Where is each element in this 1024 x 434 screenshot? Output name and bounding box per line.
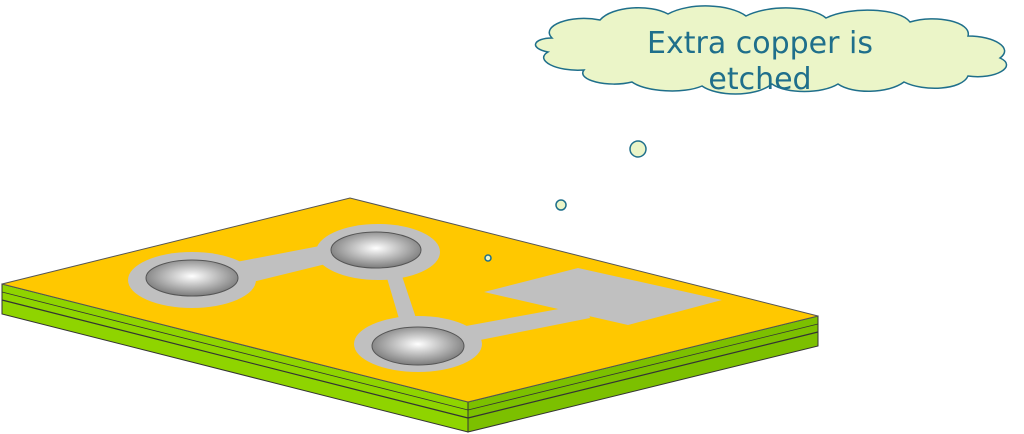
thought-bubble-large xyxy=(629,140,647,158)
board-substrate xyxy=(1,283,819,433)
layer-line-left xyxy=(1,299,469,419)
thought-bubble-medium xyxy=(555,199,567,211)
copper-plane xyxy=(484,268,722,325)
layer-line-left-mid xyxy=(1,291,469,411)
drill-hole-2 xyxy=(330,231,422,269)
drill-hole-1 xyxy=(145,259,239,297)
trace-pad3-plane xyxy=(466,304,590,342)
thought-bubble-small xyxy=(484,254,492,262)
layer-line-right-mid xyxy=(467,323,819,411)
drill-hole-3 xyxy=(371,326,465,366)
pad-3 xyxy=(354,316,482,372)
pad-1 xyxy=(128,252,256,308)
thought-bubble-icon: Extra copper is etched xyxy=(534,5,1008,97)
pad-2 xyxy=(316,224,440,280)
callout-line-1: Extra copper is xyxy=(647,26,873,61)
layer-line-right xyxy=(467,331,819,419)
cloud-shape xyxy=(534,5,1008,95)
callout-line-2: etched xyxy=(708,62,811,97)
